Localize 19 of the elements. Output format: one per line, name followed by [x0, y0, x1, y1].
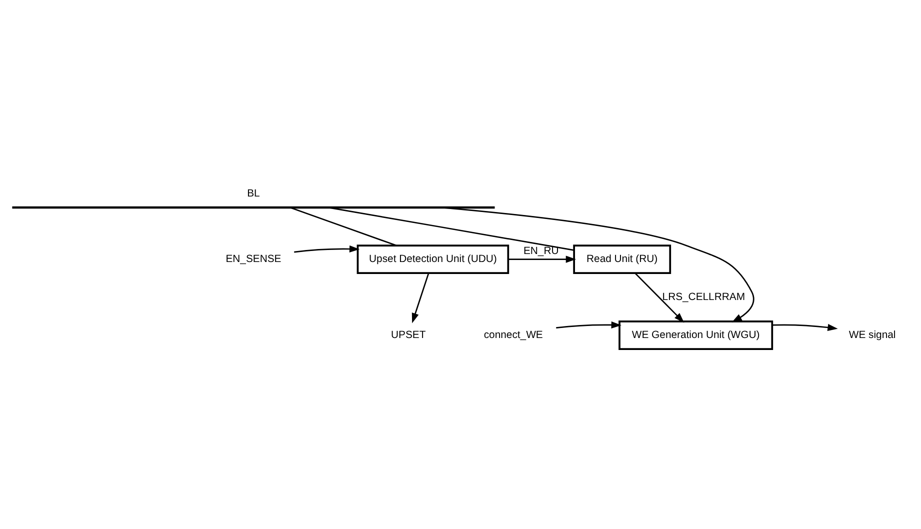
arrow — [508, 256, 576, 263]
arrow — [634, 272, 684, 323]
node-text: connect_WE — [484, 330, 543, 341]
node-text: UPSET — [391, 330, 426, 341]
node-box: Upset Detection Unit (UDU) — [356, 244, 510, 274]
node-box: Read Unit (RU) — [573, 244, 672, 274]
node-text: BL — [247, 188, 260, 200]
arrow — [772, 324, 838, 331]
node-text: EN_SENSE — [226, 254, 282, 266]
connector — [328, 206, 574, 251]
edge-label: EN_RU — [523, 246, 559, 258]
node-text: WE signal — [848, 330, 896, 341]
node-box: WE Generation Unit (WGU) — [618, 320, 774, 350]
arrow — [412, 273, 430, 324]
arrow — [294, 245, 360, 253]
edge-label: LRS_CELLRRAM — [662, 292, 745, 304]
arrow — [556, 321, 622, 329]
connector — [290, 206, 396, 246]
arrow — [442, 206, 754, 322]
